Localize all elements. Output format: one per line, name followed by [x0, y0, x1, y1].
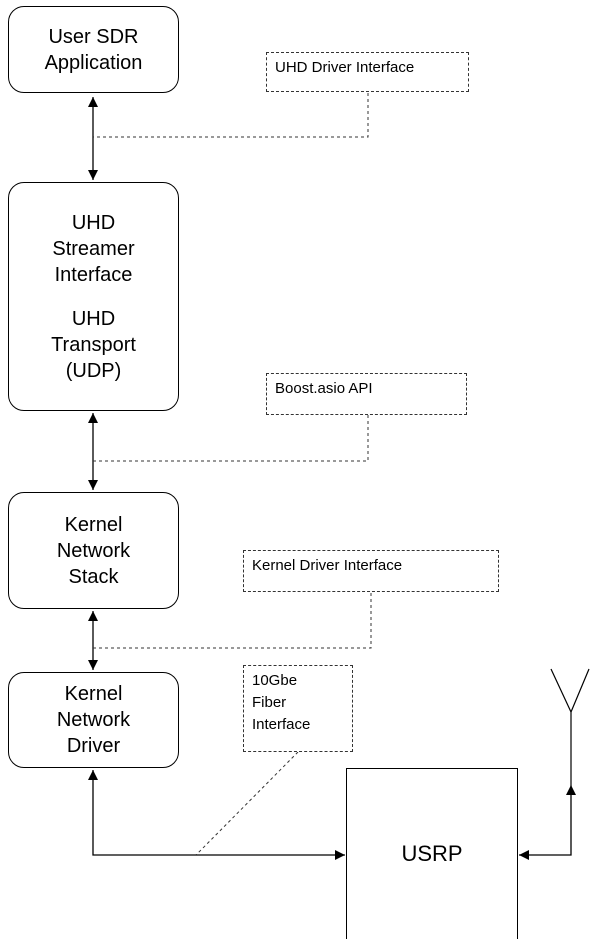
block-line: Stack [68, 565, 119, 588]
block-line: User SDR [48, 25, 139, 48]
kernel-driver-leader [93, 593, 372, 649]
block-line: Interface [54, 263, 133, 286]
block-line: Application [44, 51, 143, 74]
block-line: UHD [71, 211, 116, 234]
block-line: UHD [71, 307, 116, 330]
block-line: Streamer [52, 237, 135, 260]
note-text: Boost.asio API [275, 380, 373, 397]
uhd-streamer-transport-block: UHD Streamer Interface UHD Transport (UD… [8, 182, 179, 411]
usrp-label: USRP [401, 841, 463, 866]
driver-to-usrp-link [88, 770, 345, 860]
block-line: (UDP) [65, 359, 122, 382]
fiber-leader [195, 751, 299, 856]
usrp-block: USRP [346, 768, 518, 939]
block-line: Transport [51, 333, 136, 356]
user-sdr-application-block: User SDR Application [8, 6, 179, 93]
uhd-driver-interface-note: UHD Driver Interface [266, 52, 469, 92]
boost-asio-api-note: Boost.asio API [266, 373, 467, 415]
kernel-network-stack-block: Kernel Network Stack [8, 492, 179, 609]
block-line: Driver [66, 735, 121, 757]
note-text: 10Gbe [252, 672, 298, 689]
block-line: Kernel [64, 683, 123, 705]
fiber-interface-note: 10Gbe Fiber Interface [243, 665, 353, 752]
block-line: Network [56, 539, 131, 562]
usrp-to-antenna-link [519, 785, 576, 860]
note-text: Fiber [252, 694, 287, 711]
uhd-driver-leader [93, 93, 369, 138]
note-text: Interface [252, 716, 311, 733]
boost-asio-leader [93, 415, 369, 462]
note-text: Kernel Driver Interface [252, 557, 403, 574]
block-line: Network [56, 709, 131, 731]
kernel-driver-interface-note: Kernel Driver Interface [243, 550, 499, 592]
antenna-icon [550, 668, 590, 785]
kernel-network-driver-block: Kernel Network Driver [8, 672, 179, 768]
block-line: Kernel [64, 513, 123, 536]
note-text: UHD Driver Interface [275, 59, 415, 76]
